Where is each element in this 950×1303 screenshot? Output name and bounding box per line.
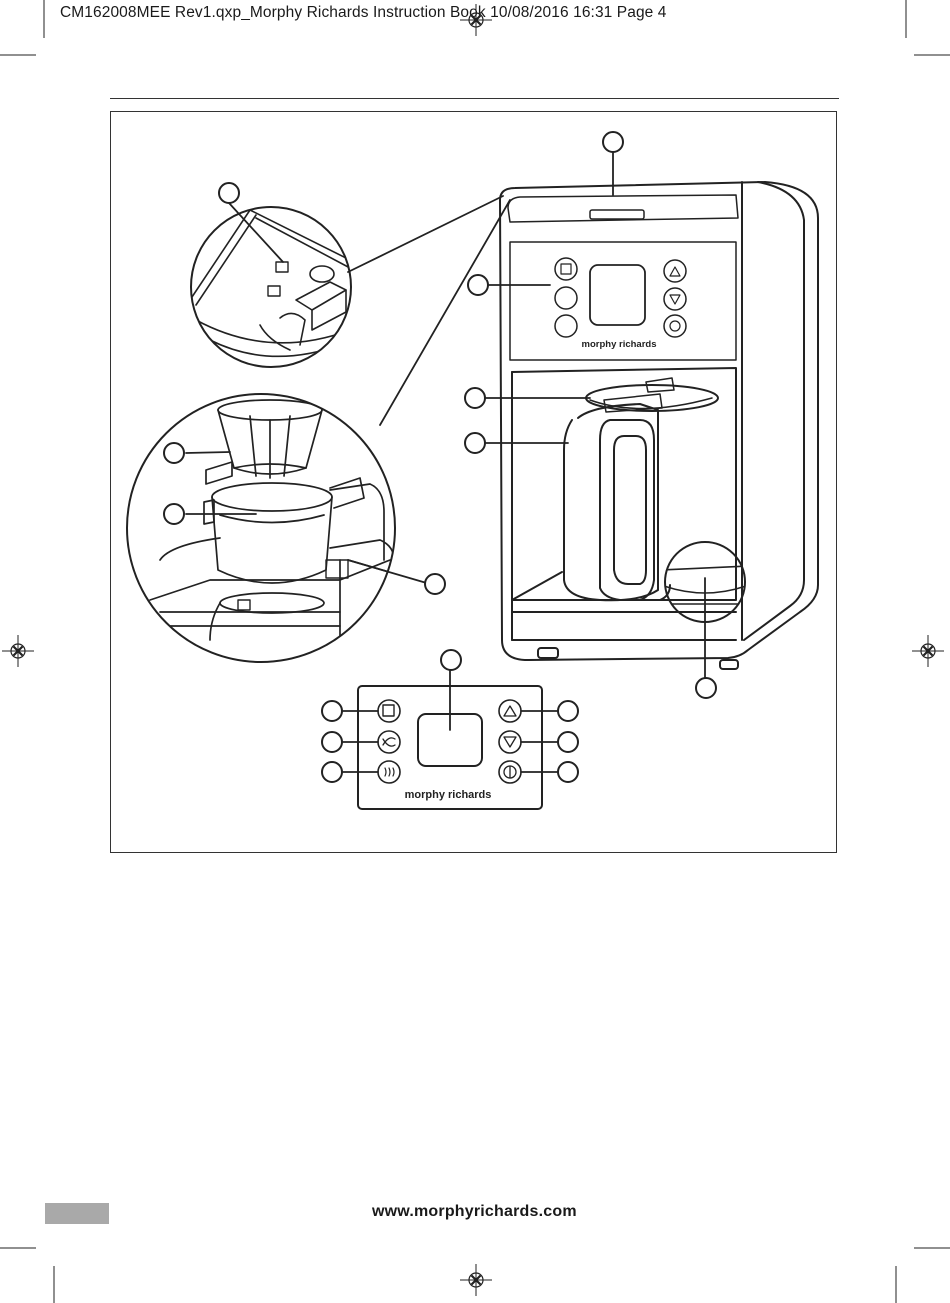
strength-icon: [378, 731, 400, 753]
registration-mark-bottom: [460, 1264, 492, 1296]
footer-website: www.morphyrichards.com: [372, 1203, 577, 1221]
registration-mark-top: [460, 4, 492, 36]
clock-icon: [383, 705, 394, 716]
down-arrow-icon: [499, 731, 521, 753]
zoom-filter-detail: [127, 394, 430, 662]
panel-brand-label: morphy richards: [405, 789, 492, 801]
registration-mark-left: [2, 635, 34, 667]
machine-brand-label: morphy richards: [582, 339, 657, 350]
carafe: [564, 378, 718, 600]
zoom-lid-detail: [190, 203, 360, 367]
warm-icon: [378, 761, 400, 783]
page-number-tab: [45, 1203, 109, 1224]
up-arrow-icon: [499, 700, 521, 722]
leader-lines: [348, 152, 705, 730]
registration-mark-right: [912, 635, 944, 667]
